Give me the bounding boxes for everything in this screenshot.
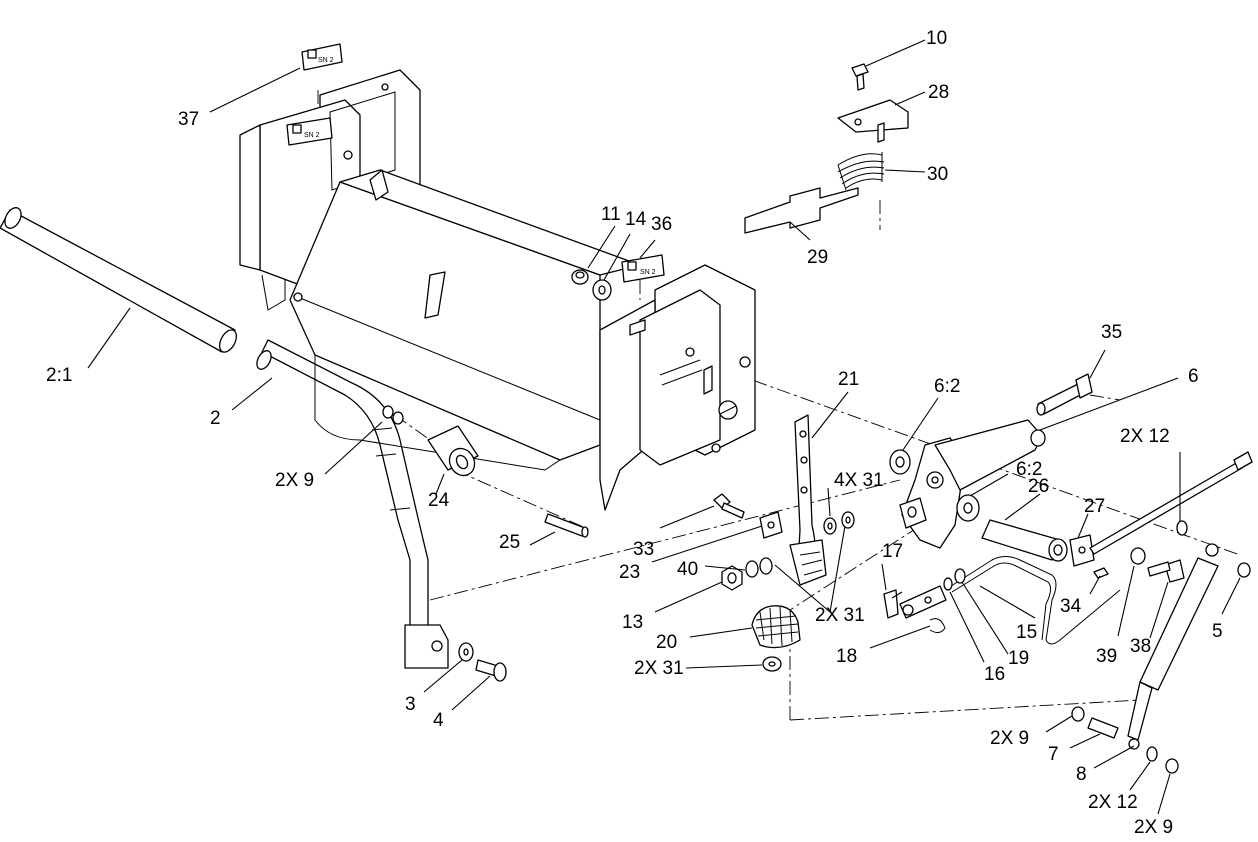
decal-37-upper: SN 2 (301, 43, 343, 71)
bracket-23 (759, 511, 783, 539)
callout-3: 3 (405, 694, 416, 715)
callout-6: 6 (1188, 366, 1199, 387)
callout-2x31-lower: 2X 31 (634, 658, 684, 679)
leader-lines (87, 39, 1241, 815)
bolt-33 (713, 493, 745, 519)
callout-26: 26 (1028, 476, 1049, 497)
callout-30: 30 (927, 164, 948, 185)
bushing-6-2-lower (956, 494, 980, 522)
callout-39: 39 (1096, 646, 1117, 667)
callout-6-2-lower: 6:2 (1016, 459, 1042, 480)
washer-12-upper (1176, 520, 1188, 536)
nut-9-lower-right (1165, 758, 1179, 774)
washers-31 (823, 511, 855, 535)
callout-2x31-middle: 2X 31 (815, 605, 865, 626)
decal-36: SN 2 (621, 254, 665, 283)
handle-grip-tube (0, 207, 238, 353)
callout-2-1: 2:1 (46, 365, 72, 386)
washers-40 (745, 557, 773, 578)
handle-bar (256, 339, 449, 669)
callout-21: 21 (838, 369, 859, 390)
clevis-17 (883, 585, 947, 619)
bushing-39 (1130, 547, 1146, 565)
callout-4: 4 (433, 710, 444, 731)
pivot-bracket-6 (899, 419, 1046, 549)
callout-34: 34 (1060, 596, 1082, 617)
spacer-24 (427, 425, 479, 477)
callout-5: 5 (1212, 621, 1223, 642)
bracket-28 (837, 99, 909, 143)
control-housing-frame (239, 69, 641, 471)
washer-16 (943, 577, 953, 591)
pin-18 (929, 618, 946, 634)
bolt-38 (1147, 559, 1185, 583)
spring-30 (837, 152, 885, 191)
callout-2x9-upper: 2X 9 (275, 470, 314, 491)
callout-36: 36 (651, 214, 672, 235)
plate-29 (744, 187, 859, 234)
callout-13: 13 (622, 612, 643, 633)
pin-35 (1036, 373, 1093, 416)
gas-spring (1127, 543, 1219, 750)
washer-12-lower (1146, 746, 1158, 762)
callout-11: 11 (601, 204, 621, 225)
screw-34 (1093, 567, 1109, 579)
gear-20 (751, 605, 801, 649)
nut-19 (954, 568, 966, 584)
decal-text: SN 2 (318, 57, 334, 64)
block-27 (1069, 534, 1095, 567)
callout-37: 37 (178, 109, 199, 130)
callout-16: 16 (984, 664, 1005, 685)
callout-2x12-lower: 2X 12 (1088, 792, 1138, 813)
callout-15: 15 (1016, 622, 1037, 643)
pin-25 (544, 513, 589, 538)
callout-40: 40 (677, 559, 698, 580)
callout-10: 10 (926, 28, 947, 49)
callout-2x9-lower-right: 2X 9 (1134, 817, 1173, 838)
callout-23: 23 (619, 562, 640, 583)
callout-19: 19 (1008, 648, 1029, 669)
callout-28: 28 (928, 82, 949, 103)
tube-26 (981, 519, 1068, 562)
callout-labels: 37 10 28 30 29 11 14 36 35 2:1 21 6:2 6 … (46, 28, 1223, 838)
callout-7: 7 (1048, 744, 1059, 765)
decal-text: SN 2 (640, 269, 656, 276)
callout-38: 38 (1130, 636, 1151, 657)
bolt-4 (475, 659, 507, 682)
callout-6-2-upper: 6:2 (934, 376, 960, 397)
nut-9-lower-left (1071, 706, 1085, 722)
callout-18: 18 (836, 646, 857, 667)
nut-9-upper (382, 405, 404, 425)
callout-2x12-upper: 2X 12 (1120, 426, 1170, 447)
screw-10 (851, 63, 869, 91)
callout-27: 27 (1084, 496, 1105, 517)
decal-text: SN 2 (304, 132, 320, 139)
washer-14 (592, 279, 612, 301)
nut-11 (571, 269, 589, 285)
right-bracket-housing (599, 264, 756, 511)
screw-5 (1237, 562, 1251, 578)
control-rod (1089, 451, 1253, 555)
washer-31-lower (762, 656, 782, 672)
callout-4x31: 4X 31 (834, 470, 884, 491)
callout-2: 2 (210, 408, 221, 429)
washer-3 (458, 642, 474, 662)
lever-21 (789, 414, 827, 586)
callout-8: 8 (1076, 764, 1087, 785)
callout-20: 20 (656, 632, 677, 653)
callout-17: 17 (882, 541, 903, 562)
callout-2x9-lower-left: 2X 9 (990, 728, 1029, 749)
link-rod-15 (947, 556, 1121, 645)
callout-14: 14 (625, 209, 647, 230)
callout-24: 24 (428, 490, 450, 511)
bushing-6-2-upper (889, 449, 911, 475)
nut-13 (721, 565, 743, 591)
callout-25: 25 (499, 532, 520, 553)
stud-7 (1087, 717, 1119, 739)
decal-37-lower: SN 2 (286, 117, 333, 146)
callout-35: 35 (1101, 322, 1122, 343)
callout-33: 33 (633, 539, 654, 560)
callout-29: 29 (807, 247, 828, 268)
